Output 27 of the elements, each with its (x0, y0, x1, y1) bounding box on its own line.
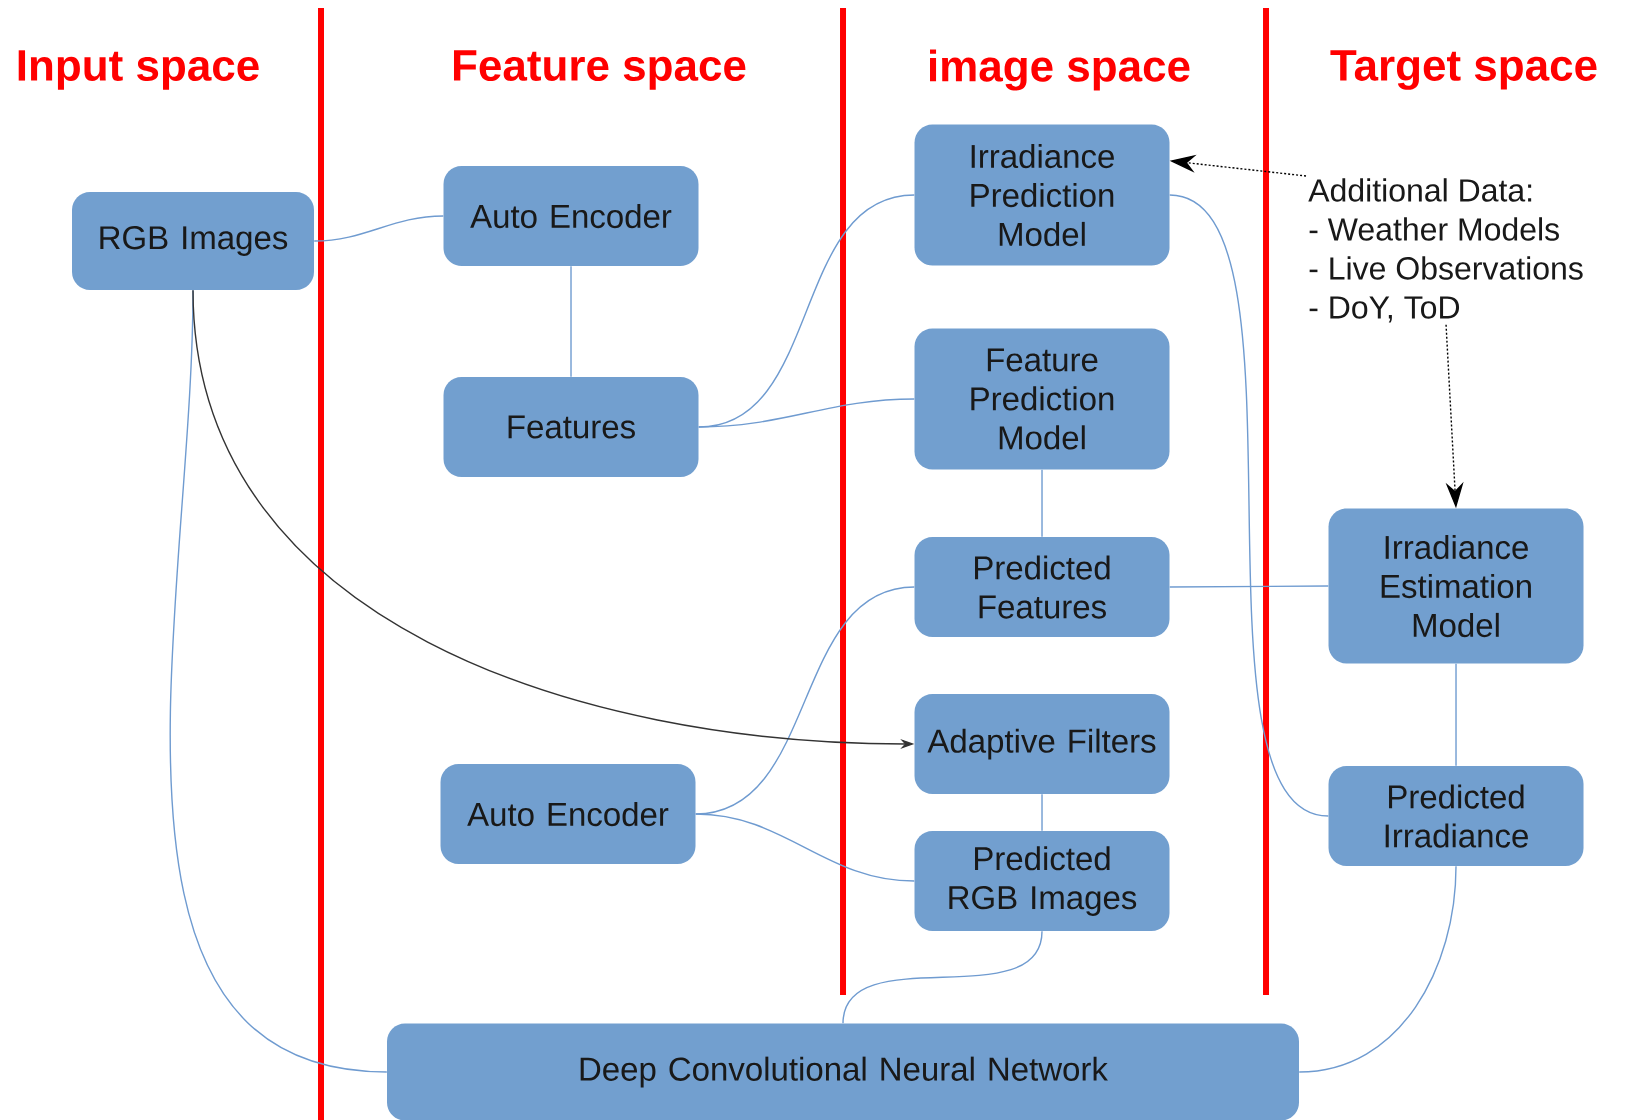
connector-line (698, 398, 915, 428)
process-box: RGB Images (72, 192, 314, 290)
connector-line (695, 813, 915, 882)
process-box: Deep Convolutional Neural Network (387, 1023, 1299, 1120)
region-heading: Target space (1330, 50, 1597, 90)
connector-line (1455, 663, 1457, 767)
process-box: Feature Prediction Model (914, 328, 1170, 470)
process-box: Predicted Features (914, 537, 1170, 637)
connector-line (1169, 585, 1329, 588)
connector-line (1041, 793, 1043, 832)
process-box: Irradiance Prediction Model (914, 124, 1170, 266)
connector-line (1298, 865, 1457, 1073)
connector-line (1041, 469, 1043, 538)
connector-line (313, 215, 444, 242)
process-box: Predicted RGB Images (914, 831, 1170, 931)
process-box: Auto Encoder (443, 166, 699, 266)
connector-line (1169, 194, 1329, 817)
region-heading: Feature space (454, 50, 746, 90)
process-box: Adaptive Filters (914, 694, 1170, 794)
process-box: Auto Encoder (440, 764, 696, 864)
note-text: Additional Data: - Weather Models - Live Observations - DoY, ToD (1308, 178, 1583, 323)
connector-line (570, 265, 572, 378)
region-heading: Input space (18, 50, 259, 90)
connector-line (842, 930, 1043, 1024)
process-box: Features (443, 377, 699, 477)
process-box: Irradiance Estimation Model (1328, 508, 1584, 664)
process-box: Predicted Irradiance (1328, 766, 1584, 866)
